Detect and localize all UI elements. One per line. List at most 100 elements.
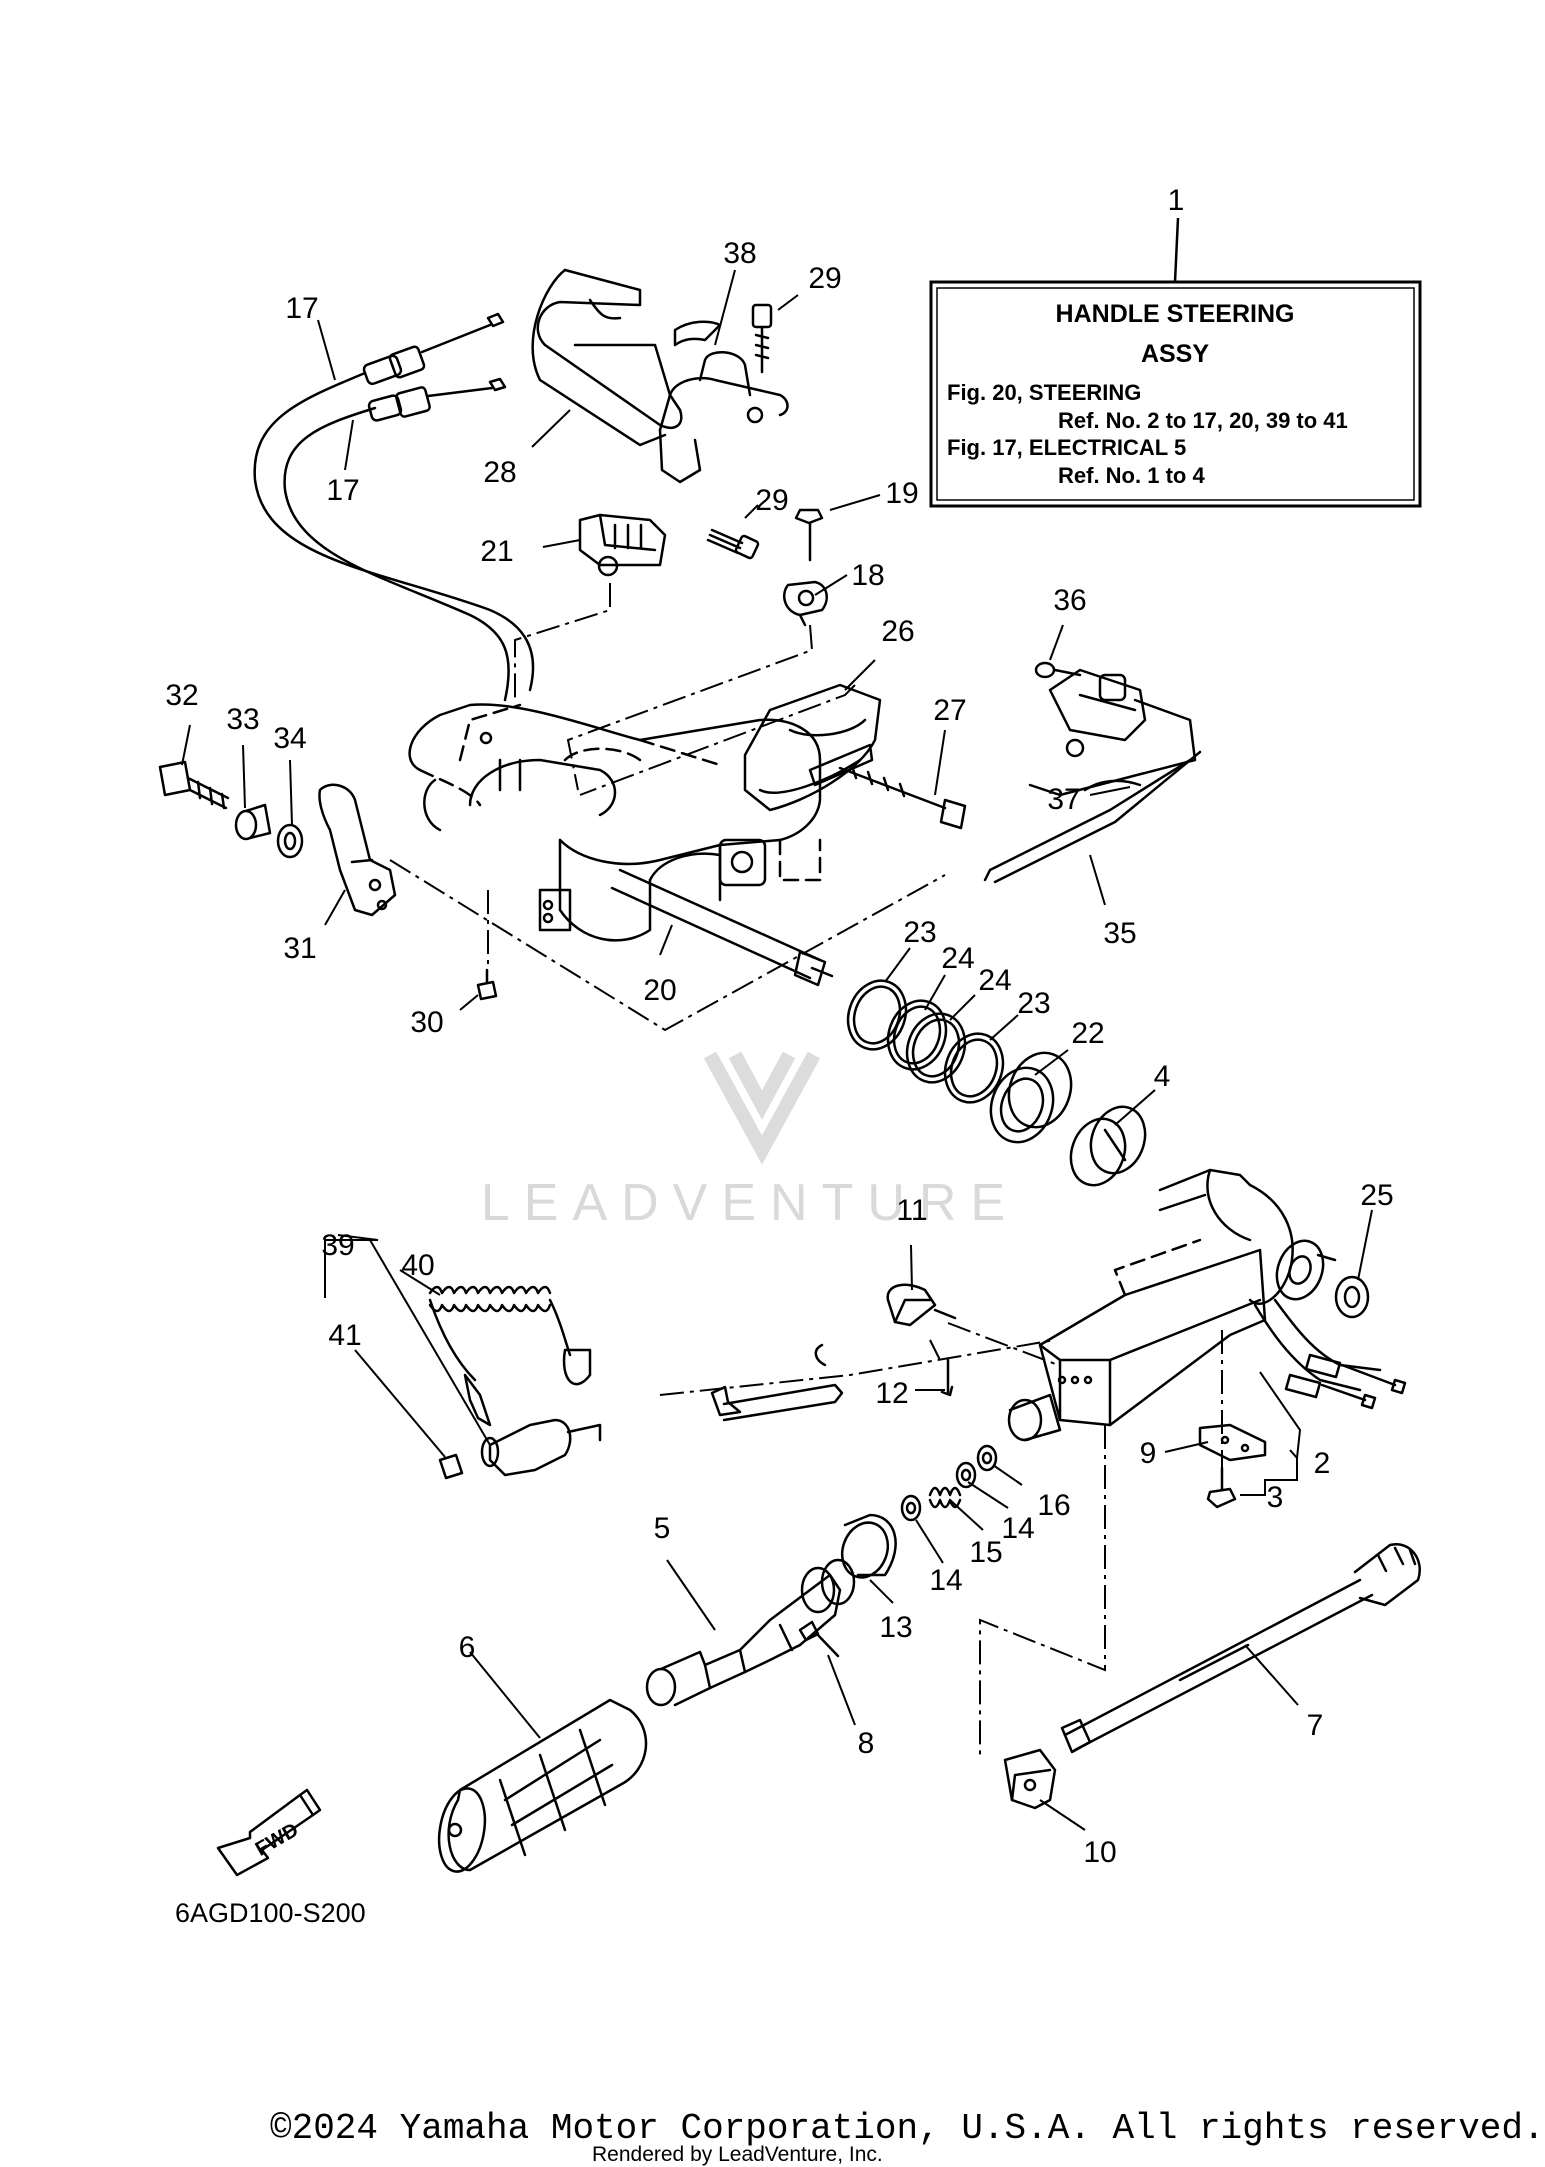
callout-34: 34 — [273, 722, 306, 755]
watermark-text: LEADVENTURE — [481, 1174, 1019, 1232]
infobox-line-3: Fig. 17, ELECTRICAL 5 — [947, 435, 1186, 460]
callout-21: 21 — [480, 535, 513, 568]
callout-16: 16 — [1037, 1489, 1070, 1522]
washer-34 — [276, 823, 304, 859]
parts-diagram: LEADVENTURE 1 HANDLE STEERING ASSY Fig. … — [158, 184, 1422, 1928]
callout-24a: 24 — [941, 942, 974, 975]
stop-switch — [983, 661, 1202, 884]
callout-9: 9 — [1140, 1437, 1157, 1470]
callout-37: 37 — [1047, 783, 1080, 816]
callouts: 17 17 28 21 38 29 29 19 18 26 27 36 37 3… — [165, 237, 1393, 1869]
callout-11: 11 — [896, 1194, 927, 1227]
callout-24b: 24 — [978, 964, 1011, 997]
bolt-27 — [838, 764, 967, 830]
callout-6: 6 — [459, 1631, 476, 1664]
callout-38: 38 — [723, 237, 756, 270]
copyright-notice: ©2024 Yamaha Motor Corporation, U.S.A. A… — [270, 2108, 1545, 2149]
callout-26: 26 — [881, 615, 914, 648]
callout-7: 7 — [1307, 1709, 1324, 1742]
lever-31 — [318, 783, 397, 917]
washer-25 — [1334, 1275, 1370, 1319]
callout-23b: 23 — [1017, 987, 1050, 1020]
washer-16 — [976, 1444, 998, 1472]
plate-9 — [1198, 1423, 1267, 1462]
leader-lines — [181, 269, 1373, 1831]
callout-35: 35 — [1103, 917, 1136, 950]
callout-15: 15 — [969, 1536, 1002, 1569]
callout-2: 2 — [1314, 1447, 1331, 1480]
washer-14a — [900, 1494, 922, 1522]
bolt-32 — [158, 760, 230, 810]
callout-18: 18 — [851, 559, 884, 592]
callout-19: 19 — [885, 477, 918, 510]
throttle-shaft-5 — [645, 1558, 856, 1707]
guide-lines — [389, 583, 1223, 1760]
infobox-line-1: Fig. 20, STEERING — [947, 380, 1141, 405]
washer-14b — [955, 1461, 977, 1489]
callout-17b: 17 — [326, 474, 359, 507]
callout-1: 1 — [1168, 184, 1185, 217]
infobox-title-1: HANDLE STEERING — [1056, 300, 1295, 328]
callout-33: 33 — [226, 703, 259, 736]
knob-11 — [886, 1283, 957, 1327]
bottom-cowling-bracket — [408, 703, 822, 942]
callout-4: 4 — [1154, 1060, 1171, 1093]
callout-29a: 29 — [808, 262, 841, 295]
clamp-10 — [1003, 1748, 1057, 1810]
throttle-cables — [253, 312, 535, 702]
callout-14b: 14 — [1001, 1512, 1034, 1545]
screw-19 — [794, 508, 824, 562]
callout-13: 13 — [879, 1611, 912, 1644]
infobox-line-2: Ref. No. 2 to 17, 20, 39 to 41 — [1058, 408, 1348, 433]
screw-30 — [476, 968, 498, 1001]
spring-15 — [928, 1486, 962, 1509]
parts-drawing — [158, 268, 1421, 1877]
callout-39: 39 — [321, 1229, 354, 1262]
pin-12 — [940, 1358, 954, 1397]
lanyard-40 — [428, 1285, 592, 1427]
cap-41 — [438, 1453, 464, 1480]
callout-8: 8 — [858, 1727, 875, 1760]
callout-40: 40 — [401, 1249, 434, 1282]
callout-5: 5 — [654, 1512, 671, 1545]
ring-23b — [943, 1032, 1005, 1104]
infobox-line-4: Ref. No. 1 to 4 — [1058, 463, 1205, 488]
callout-28: 28 — [483, 456, 516, 489]
callout-12: 12 — [875, 1377, 908, 1410]
callout-30: 30 — [410, 1006, 443, 1039]
callout-29b: 29 — [755, 484, 788, 517]
callout-41: 41 — [328, 1319, 361, 1352]
callout-32: 32 — [165, 679, 198, 712]
cable-ends-2 — [1284, 1353, 1407, 1410]
stop-switch-39 — [480, 1418, 602, 1477]
callout-17a: 17 — [285, 292, 318, 325]
bushing-4 — [1069, 1105, 1147, 1187]
switch-clip-21 — [578, 513, 667, 577]
rendered-by-notice: Rendered by LeadVenture, Inc. — [592, 2143, 883, 2166]
fwd-arrow-icon — [216, 1788, 322, 1877]
infobox-title-2: ASSY — [1141, 340, 1209, 368]
callout-25: 25 — [1360, 1179, 1393, 1212]
callout-3: 3 — [1267, 1481, 1284, 1514]
handle-bracket — [531, 268, 683, 447]
collar-33 — [234, 803, 272, 841]
shaft-20 — [610, 868, 834, 987]
callout-27: 27 — [933, 694, 966, 727]
bolt-29-upper — [751, 303, 773, 374]
lanyard-clip — [710, 1343, 844, 1422]
cover-26 — [743, 683, 882, 812]
callout-20: 20 — [643, 974, 676, 1007]
callout-36: 36 — [1053, 584, 1086, 617]
sleeve-13 — [840, 1513, 897, 1579]
callout-10: 10 — [1083, 1836, 1116, 1869]
clip-18 — [783, 580, 828, 627]
screw-3 — [1206, 1466, 1237, 1509]
bolt-29-lower — [706, 528, 760, 560]
screw-8 — [798, 1620, 840, 1658]
info-box: 1 HANDLE STEERING ASSY Fig. 20, STEERING… — [929, 184, 1422, 508]
callout-31: 31 — [283, 932, 316, 965]
handle-arm-2 — [1007, 1168, 1382, 1442]
callout-23a: 23 — [903, 916, 936, 949]
callout-22: 22 — [1071, 1017, 1104, 1050]
throttle-shaft-7 — [1060, 1542, 1421, 1754]
